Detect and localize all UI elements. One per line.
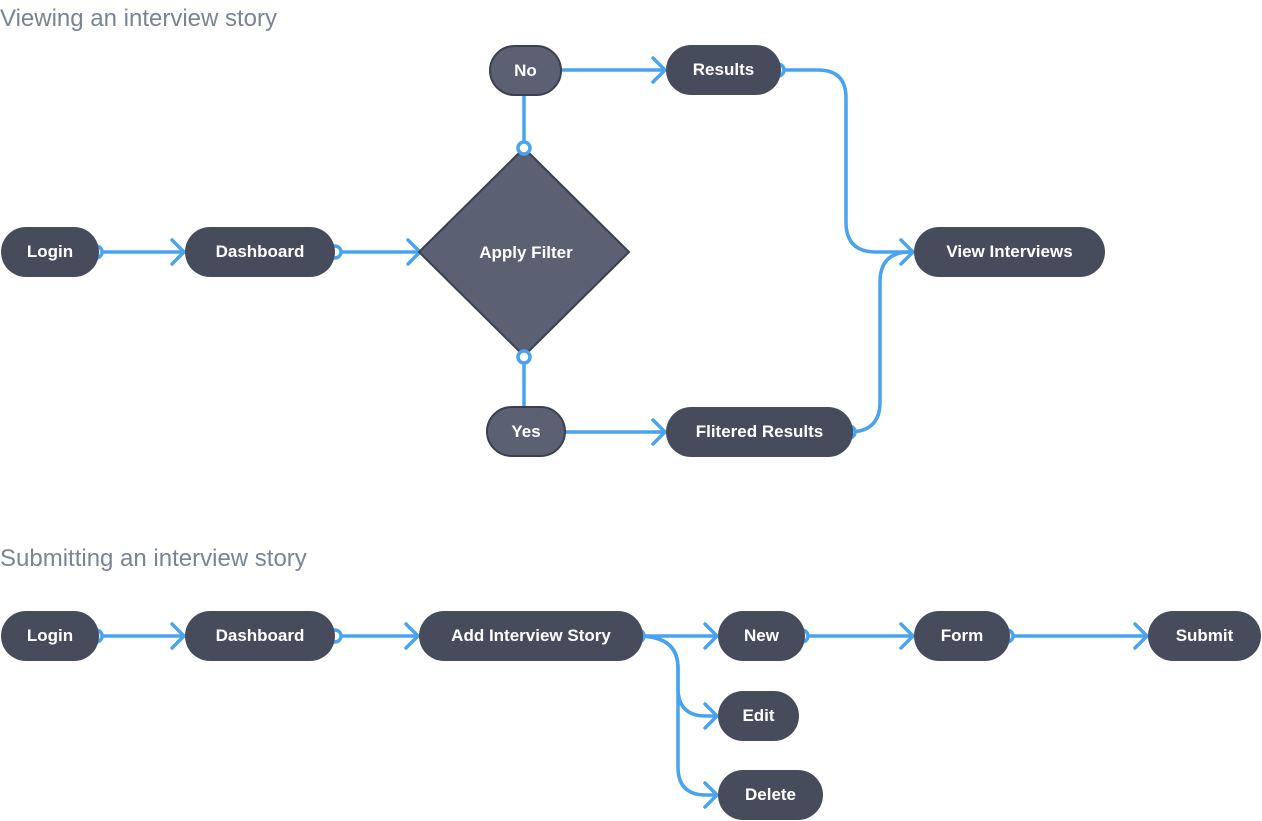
results-node: Results: [666, 45, 781, 95]
view-login-node: Login: [1, 227, 99, 277]
add-interview-story-node: Add Interview Story: [419, 611, 643, 661]
edge-results-view: [776, 68, 915, 254]
submit-dashboard-node: Dashboard: [185, 611, 335, 661]
arrowhead-delete: [703, 781, 719, 809]
arrowhead-results: [651, 56, 667, 84]
arrowhead-submit: [1133, 622, 1149, 650]
arrowhead-add: [404, 622, 420, 650]
arrowhead-view-interviews: [899, 238, 915, 266]
edge-add-delete: [636, 634, 719, 797]
submit-flow-title: Submitting an interview story: [0, 545, 307, 572]
submit-node: Submit: [1148, 611, 1261, 661]
apply-filter-label: Apply Filter: [479, 243, 573, 262]
arrowhead-new: [703, 622, 719, 650]
arrowhead-dashboard: [170, 238, 186, 266]
arrowhead-filtered: [651, 418, 667, 446]
arrowhead-form: [899, 622, 915, 650]
view-dashboard-node: Dashboard: [185, 227, 335, 277]
view-interviews-node: View Interviews: [914, 227, 1105, 277]
yes-option-node: Yes: [486, 406, 566, 457]
delete-node: Delete: [718, 770, 823, 820]
edit-node: Edit: [718, 691, 799, 741]
view-flow-title: Viewing an interview story: [0, 5, 278, 32]
submit-login-node: Login: [1, 611, 99, 661]
port-filter-bottom: [516, 349, 532, 365]
form-node: Form: [914, 611, 1010, 661]
port-filter-top: [516, 140, 532, 156]
arrowhead-dashboard2: [170, 622, 186, 650]
edge-filtered-view: [847, 250, 915, 434]
no-option-node: No: [489, 45, 562, 96]
filtered-results-node: Flitered Results: [666, 407, 853, 457]
arrowhead-edit: [703, 702, 719, 730]
new-node: New: [718, 611, 805, 661]
